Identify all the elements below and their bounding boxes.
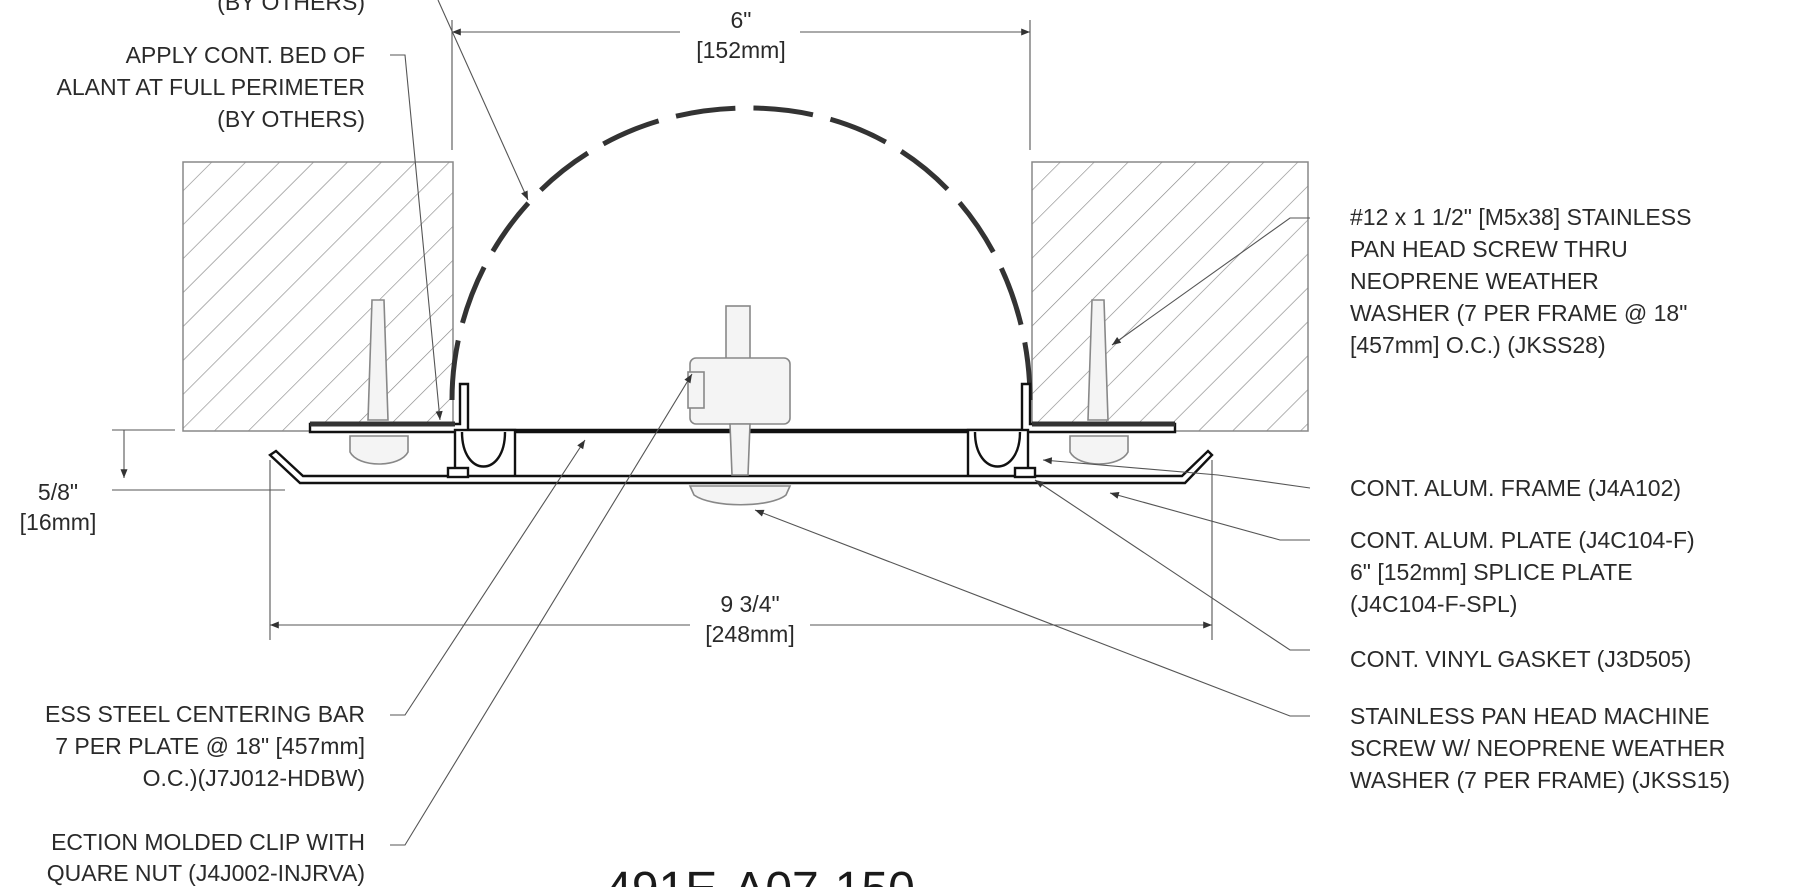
svg-text:7 PER PLATE @ 18" [457mm]: 7 PER PLATE @ 18" [457mm]	[55, 733, 365, 759]
dim-depth: 5/8" [16mm]	[20, 429, 285, 535]
svg-text:ALANT AT FULL PERIMETER: ALANT AT FULL PERIMETER	[57, 74, 365, 100]
dim-depth-in: 5/8"	[38, 479, 78, 505]
sealant-label: APPLY CONT. BED OF ALANT AT FULL PERIMET…	[57, 42, 365, 132]
svg-text:#12 x 1 1/2" [M5x38] STAINLESS: #12 x 1 1/2" [M5x38] STAINLESS	[1350, 204, 1691, 230]
svg-text:ECTION MOLDED CLIP WITH: ECTION MOLDED CLIP WITH	[51, 829, 365, 855]
right-screw	[1069, 299, 1129, 465]
svg-text:WASHER (7 PER FRAME) (JKSS15): WASHER (7 PER FRAME) (JKSS15)	[1350, 767, 1730, 793]
left-substrate	[182, 161, 454, 432]
plate-label: CONT. ALUM. PLATE (J4C104-F) 6" [152mm] …	[1350, 527, 1695, 617]
svg-text:[457mm] O.C.) (JKSS28): [457mm] O.C.) (JKSS28)	[1350, 332, 1606, 358]
svg-text:(BY OTHERS): (BY OTHERS)	[217, 106, 365, 132]
svg-text:SCREW W/ NEOPRENE WEATHER: SCREW W/ NEOPRENE WEATHER	[1350, 735, 1725, 761]
gasket-label: CONT. VINYL GASKET (J3D505)	[1350, 646, 1691, 672]
frame-label: CONT. ALUM. FRAME (J4A102)	[1350, 475, 1681, 501]
dim-bottom-in: 9 3/4"	[720, 591, 779, 617]
svg-text:ESS STEEL CENTERING BAR: ESS STEEL CENTERING BAR	[45, 701, 365, 727]
clip-label: ECTION MOLDED CLIP WITH QUARE NUT (J4J00…	[47, 829, 365, 886]
svg-text:APPLY CONT. BED OF: APPLY CONT. BED OF	[126, 42, 365, 68]
dim-bottom-mm: [248mm]	[705, 621, 794, 647]
dim-top-mm: [152mm]	[696, 37, 785, 63]
dim-bottom: 9 3/4" [248mm]	[269, 460, 1213, 647]
svg-text:WASHER (7 PER FRAME @ 18": WASHER (7 PER FRAME @ 18"	[1350, 300, 1687, 326]
svg-text:QUARE NUT (J4J002-INJRVA): QUARE NUT (J4J002-INJRVA)	[47, 860, 365, 886]
svg-text:NEOPRENE WEATHER: NEOPRENE WEATHER	[1350, 268, 1599, 294]
dim-top: 6" [152mm]	[451, 7, 1031, 150]
dim-top-in: 6"	[731, 7, 752, 33]
right-substrate	[1031, 161, 1309, 432]
svg-text:PAN HEAD SCREW THRU: PAN HEAD SCREW THRU	[1350, 236, 1628, 262]
left-screw	[349, 299, 409, 465]
svg-text:CONT. ALUM. PLATE (J4C104-F): CONT. ALUM. PLATE (J4C104-F)	[1350, 527, 1695, 553]
svg-text:(J4C104-F-SPL): (J4C104-F-SPL)	[1350, 591, 1517, 617]
center-clip	[687, 305, 792, 506]
svg-text:6" [152mm] SPLICE PLATE: 6" [152mm] SPLICE PLATE	[1350, 559, 1633, 585]
cover-plate	[268, 449, 1214, 485]
svg-text:STAINLESS PAN HEAD MACHINE: STAINLESS PAN HEAD MACHINE	[1350, 703, 1710, 729]
drawing-number: 491E-A07-150	[605, 863, 915, 887]
centering-bar-label: ESS STEEL CENTERING BAR 7 PER PLATE @ 18…	[45, 701, 365, 791]
top-cut-label: (BY OTHERS)	[217, 0, 365, 15]
frame-assembly	[268, 382, 1214, 485]
screw-label: #12 x 1 1/2" [M5x38] STAINLESS PAN HEAD …	[1350, 204, 1691, 358]
machine-screw-label: STAINLESS PAN HEAD MACHINE SCREW W/ NEOP…	[1350, 703, 1730, 793]
svg-text:O.C.)(J7J012-HDBW): O.C.)(J7J012-HDBW)	[143, 765, 365, 791]
dim-depth-mm: [16mm]	[20, 509, 97, 535]
leaders	[390, 0, 1311, 846]
